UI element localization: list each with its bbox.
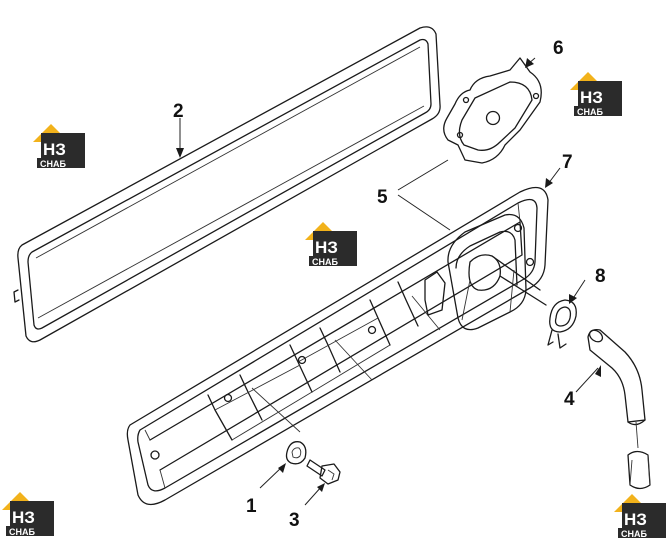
- gasket-part: [13, 26, 441, 343]
- watermark-letters: НЗ: [43, 140, 66, 159]
- watermark-logo: НЗ СНАБ: [570, 72, 622, 117]
- callout-1: 1: [246, 496, 257, 517]
- watermark-letters: НЗ: [315, 238, 338, 257]
- leader-lines: [179, 57, 599, 506]
- watermark-word: СНАБ: [9, 527, 35, 537]
- watermark-logo: НЗ СНАБ: [2, 492, 54, 537]
- watermark-logo: НЗ СНАБ: [305, 222, 357, 267]
- washer-part: [285, 441, 307, 465]
- callout-2: 2: [173, 101, 184, 122]
- breather-hose-part: [587, 329, 651, 490]
- watermark-logo: НЗ СНАБ: [33, 124, 85, 169]
- bolt-part: [306, 459, 341, 485]
- callout-6: 6: [553, 38, 564, 59]
- hose-clamp-part: [547, 299, 577, 349]
- watermark-logo: НЗ СНАБ: [614, 494, 666, 539]
- watermark-letters: НЗ: [12, 508, 35, 527]
- watermark-word: СНАБ: [577, 107, 603, 117]
- watermark-word: СНАБ: [621, 529, 647, 539]
- valve-cover-part: [126, 186, 549, 506]
- callout-4: 4: [564, 389, 575, 410]
- cover-plate-part: [443, 57, 542, 164]
- watermark-letters: НЗ: [580, 88, 603, 107]
- callout-3: 3: [289, 510, 300, 531]
- watermark-word: СНАБ: [312, 257, 338, 267]
- callout-7: 7: [562, 152, 573, 173]
- callout-5: 5: [377, 187, 388, 208]
- leader-arrowheads: [176, 58, 601, 492]
- watermark-word: СНАБ: [40, 159, 66, 169]
- callout-8: 8: [595, 266, 606, 287]
- watermark-letters: НЗ: [624, 510, 647, 529]
